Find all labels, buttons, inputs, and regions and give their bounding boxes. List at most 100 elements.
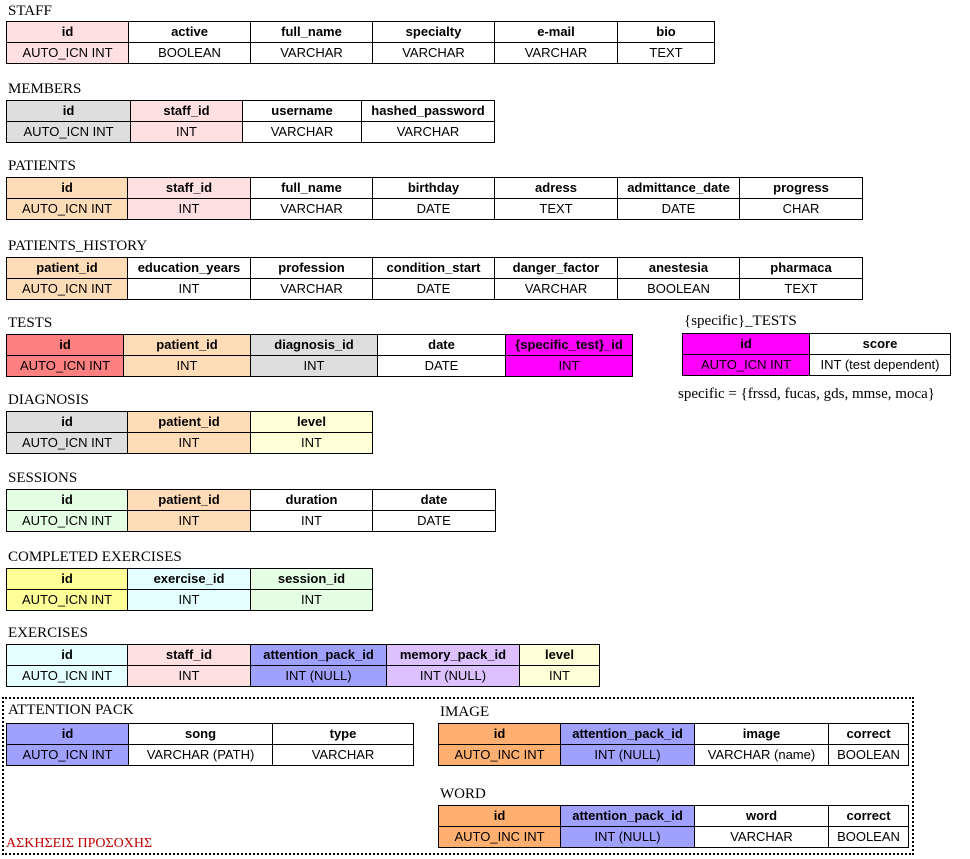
column-name: progress	[739, 177, 863, 199]
column-name: staff_id	[127, 177, 251, 199]
column-type: AUTO_ICN INT	[6, 665, 128, 687]
column-name: hashed_password	[361, 100, 495, 122]
column-name: anestesia	[617, 257, 740, 279]
column-type: AUTO_ICN INT	[6, 42, 129, 64]
column-type: VARCHAR	[250, 198, 373, 220]
column-name: diagnosis_id	[250, 334, 378, 356]
column-name: id	[6, 177, 128, 199]
table-title: IMAGE	[440, 704, 490, 720]
column-type: AUTO_ICN INT	[6, 510, 128, 532]
column-name: staff_id	[127, 644, 251, 666]
column-type: AUTO_ICN INT	[6, 278, 128, 300]
column-name: correct	[828, 805, 909, 827]
column-name: danger_factor	[494, 257, 618, 279]
column-name: level	[519, 644, 600, 666]
column-name: full_name	[250, 21, 373, 43]
column-type: VARCHAR	[250, 278, 373, 300]
column-name: score	[809, 333, 951, 355]
table-title: ATTENTION PACK	[8, 702, 134, 718]
column-type: INT	[127, 198, 251, 220]
column-type: INT	[127, 589, 251, 611]
column-type: VARCHAR (name)	[694, 744, 829, 766]
column-type: TEXT	[494, 198, 618, 220]
column-type: INT	[127, 278, 251, 300]
column-type: AUTO_INC INT	[438, 744, 561, 766]
specific-note: specific = {frssd, fucas, gds, mmse, moc…	[678, 386, 935, 402]
column-name: patient_id	[123, 334, 251, 356]
column-type: DATE	[617, 198, 740, 220]
column-type: AUTO_ICN INT	[6, 355, 124, 377]
column-name: id	[6, 334, 124, 356]
column-type: VARCHAR	[272, 744, 414, 766]
column-type: AUTO_ICN INT	[6, 589, 128, 611]
column-type: DATE	[372, 198, 495, 220]
column-type: AUTO_ICN INT	[6, 198, 128, 220]
column-type: INT (NULL)	[386, 665, 520, 687]
column-name: id	[6, 568, 128, 590]
column-name: id	[6, 644, 128, 666]
column-type: TEXT	[617, 42, 715, 64]
column-name: id	[6, 411, 128, 433]
group-label: ΑΣΚΗΣΕΙΣ ΠΡΟΣΟΧΗΣ	[6, 836, 153, 851]
column-name: correct	[828, 723, 909, 745]
column-type: VARCHAR	[242, 121, 362, 143]
column-name: attention_pack_id	[250, 644, 387, 666]
column-type: INT	[250, 510, 373, 532]
table-title: TESTS	[8, 315, 53, 331]
column-name: word	[694, 805, 829, 827]
column-type: INT (NULL)	[560, 744, 695, 766]
column-name: id	[6, 723, 129, 745]
column-type: INT	[519, 665, 600, 687]
column-type: BOOLEAN	[617, 278, 740, 300]
attention-exercises-group	[2, 697, 914, 855]
column-type: VARCHAR	[372, 42, 495, 64]
table-title: MEMBERS	[8, 81, 82, 97]
table-title: PATIENTS	[8, 158, 76, 174]
column-type: CHAR	[739, 198, 863, 220]
column-type: AUTO_ICN INT	[682, 354, 810, 376]
column-name: admittance_date	[617, 177, 740, 199]
column-type: VARCHAR	[694, 826, 829, 848]
column-name: profession	[250, 257, 373, 279]
column-type: INT	[127, 510, 251, 532]
column-name: exercise_id	[127, 568, 251, 590]
column-type: AUTO_ICN INT	[6, 744, 129, 766]
column-name: id	[438, 723, 561, 745]
column-name: attention_pack_id	[560, 805, 695, 827]
column-type: INT	[250, 589, 373, 611]
column-name: song	[128, 723, 273, 745]
column-name: attention_pack_id	[560, 723, 695, 745]
column-type: DATE	[372, 510, 496, 532]
column-name: bio	[617, 21, 715, 43]
column-type: INT	[505, 355, 633, 377]
column-type: VARCHAR (PATH)	[128, 744, 273, 766]
column-name: full_name	[250, 177, 373, 199]
column-type: AUTO_ICN INT	[6, 121, 131, 143]
column-type: BOOLEAN	[828, 826, 909, 848]
column-name: date	[377, 334, 506, 356]
column-type: VARCHAR	[494, 278, 618, 300]
column-type: DATE	[372, 278, 495, 300]
